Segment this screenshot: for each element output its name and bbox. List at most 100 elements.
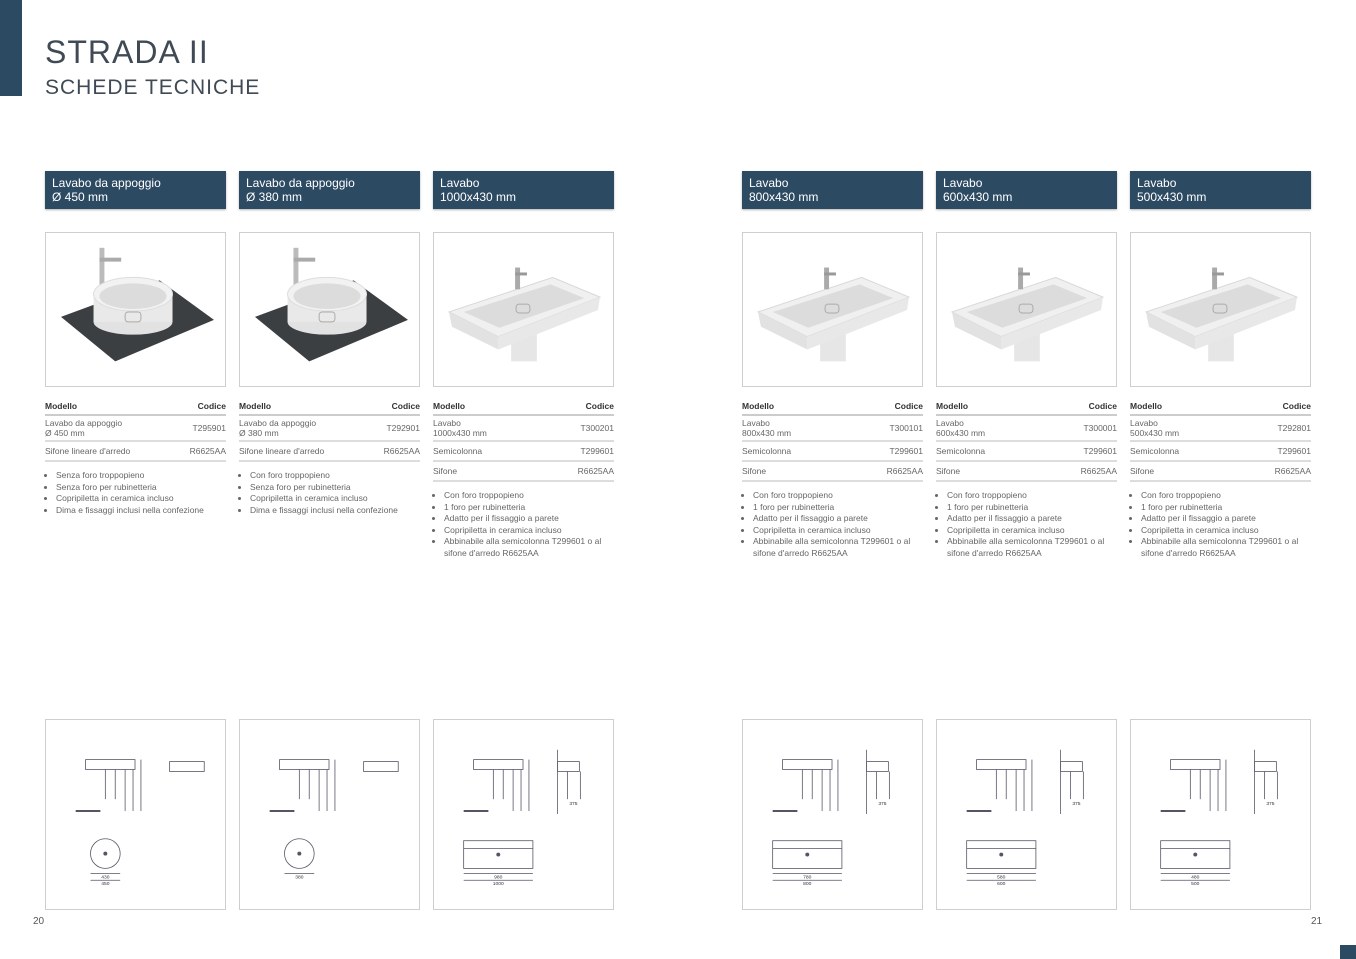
feature-item: Adatto per il fissaggio a parete bbox=[947, 513, 1117, 525]
feature-list: Senza foro troppopienoSenza foro per rub… bbox=[45, 470, 226, 516]
feature-item: Con foro troppopieno bbox=[753, 490, 923, 502]
feature-list: Con foro troppopieno1 foro per rubinette… bbox=[1130, 490, 1311, 559]
side-view bbox=[463, 759, 530, 813]
wall-basin-image bbox=[447, 267, 602, 362]
page-subtitle: SCHEDE TECNICHE bbox=[45, 76, 261, 99]
page-number-right: 21 bbox=[1311, 916, 1323, 927]
feature-item: Abbinabile alla semicolonna T299601 o al… bbox=[444, 536, 614, 559]
round-basin-image bbox=[60, 247, 214, 362]
code-cell: T299601 bbox=[1277, 446, 1311, 456]
model-text: Semicolonna bbox=[936, 446, 986, 456]
model-cell: Sifone lineare d'arredo bbox=[45, 446, 130, 456]
model-text: Lavabo da appoggio bbox=[239, 418, 317, 428]
model-cell: Semicolonna bbox=[1130, 446, 1179, 456]
profile-view bbox=[557, 749, 581, 815]
model-text: 800x430 mm bbox=[742, 428, 792, 438]
feature-item: Copripiletta in ceramica incluso bbox=[444, 525, 614, 537]
table-header: Modello Codice bbox=[433, 401, 614, 416]
feature-list: Con foro troppopieno1 foro per rubinette… bbox=[936, 490, 1117, 559]
side-view bbox=[966, 759, 1033, 813]
feature-list: Con foro troppopieno1 foro per rubinette… bbox=[742, 490, 923, 559]
code-cell: T300001 bbox=[1083, 423, 1117, 433]
top-view bbox=[90, 838, 121, 869]
width-dimension: 600 bbox=[997, 881, 1005, 887]
side-view bbox=[269, 759, 336, 813]
profile-view bbox=[866, 749, 890, 815]
code-cell: T300201 bbox=[580, 423, 614, 433]
product-title-line: Lavabo da appoggio bbox=[52, 176, 161, 190]
profile-view bbox=[1254, 749, 1278, 815]
wall-basin-image bbox=[950, 267, 1105, 362]
column-header-code: Codice bbox=[1282, 401, 1311, 411]
product-title-line: Lavabo da appoggio bbox=[246, 176, 355, 190]
page-number-left: 20 bbox=[33, 916, 45, 927]
code-cell: T300101 bbox=[889, 423, 923, 433]
model-text: 600x430 mm bbox=[936, 428, 986, 438]
code-cell: T295901 bbox=[192, 423, 226, 433]
top-view bbox=[966, 840, 1037, 869]
feature-item: Adatto per il fissaggio a parete bbox=[1141, 513, 1311, 525]
model-text: 1000x430 mm bbox=[433, 428, 487, 438]
product-title-line: Ø 450 mm bbox=[52, 190, 109, 204]
feature-item: Copripiletta in ceramica incluso bbox=[56, 493, 226, 505]
code-cell: T292801 bbox=[1277, 423, 1311, 433]
width-dimension: 580 bbox=[997, 874, 1005, 880]
feature-item: Copripiletta in ceramica incluso bbox=[1141, 525, 1311, 537]
feature-list: Con foro troppopienoSenza foro per rubin… bbox=[239, 470, 420, 516]
side-view bbox=[1160, 759, 1227, 813]
profile-view bbox=[169, 761, 205, 772]
model-cell: Sifone bbox=[936, 466, 960, 476]
feature-item: Copripiletta in ceramica incluso bbox=[753, 525, 923, 537]
column-header-model: Modello bbox=[45, 401, 78, 411]
product-title-line: 500x430 mm bbox=[1137, 190, 1207, 204]
width-dimension: 450 bbox=[101, 881, 109, 887]
model-text: Lavabo bbox=[936, 418, 964, 428]
technical-drawing-box: 380 bbox=[239, 719, 420, 910]
model-cell: Sifone bbox=[433, 466, 457, 476]
column-header-model: Modello bbox=[742, 401, 775, 411]
model-text: Lavabo da appoggio bbox=[45, 418, 123, 428]
feature-item: Con foro troppopieno bbox=[444, 490, 614, 502]
table-row: Semicolonna T299601 bbox=[1130, 442, 1311, 462]
product-title-line: 600x430 mm bbox=[943, 190, 1013, 204]
top-view bbox=[463, 840, 534, 869]
feature-item: 1 foro per rubinetteria bbox=[947, 502, 1117, 514]
feature-item: Adatto per il fissaggio a parete bbox=[444, 513, 614, 525]
column-header-model: Modello bbox=[433, 401, 466, 411]
model-text: Lavabo bbox=[1130, 418, 1158, 428]
column-header-code: Codice bbox=[585, 401, 614, 411]
model-cell: Sifone bbox=[742, 466, 766, 476]
feature-item: 1 foro per rubinetteria bbox=[444, 502, 614, 514]
code-cell: R6625AA bbox=[383, 446, 420, 456]
page-title: STRADA II bbox=[45, 34, 209, 70]
feature-item: 1 foro per rubinetteria bbox=[1141, 502, 1311, 514]
model-text: Sifone bbox=[742, 466, 767, 476]
product-image bbox=[45, 232, 226, 387]
feature-item: Senza foro troppopieno bbox=[56, 470, 226, 482]
feature-item: Abbinabile alla semicolonna T299601 o al… bbox=[1141, 536, 1311, 559]
code-cell: R6625AA bbox=[577, 466, 614, 476]
